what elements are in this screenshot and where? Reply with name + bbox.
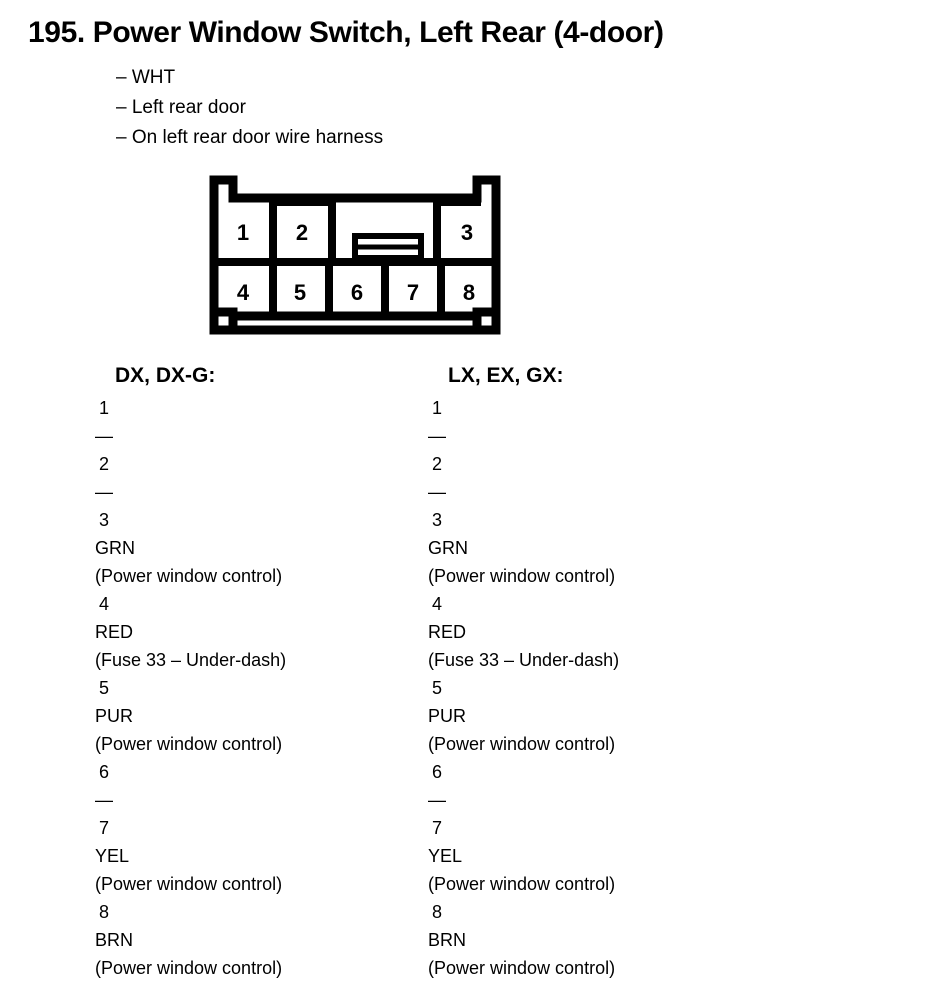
pin-description: (Power window control) [95,734,283,754]
pin-body: — [95,786,425,814]
pin-wire-color: — [428,426,446,446]
pin-body: PUR (Power window control) [95,702,425,758]
pin-number: 1 [431,398,442,418]
connector-notes: – WHT – Left rear door – On left rear do… [116,63,383,153]
pin-list: 1 — 2 — 3 GRN (Power window control) 4 [428,394,758,982]
pin-table-heading: DX, DX-G: [115,364,216,387]
pin-description: (Power window control) [95,874,283,894]
pin-row: 5 PUR (Power window control) [95,674,425,758]
connector-diagram: 1 2 3 4 5 6 7 8 [200,168,530,348]
pin-number: 2 [98,454,109,474]
pin-body: RED (Fuse 33 – Under-dash) [428,618,758,674]
pin-wire-color: — [428,790,446,810]
connector-note: – Left rear door [116,97,246,118]
pin-row: 1 — [428,394,758,450]
pin-row: 3 GRN (Power window control) [428,506,758,590]
pin-row: 8 BRN (Power window control) [95,898,425,982]
connector-pin-label-5: 5 [294,280,306,305]
pin-row: 2 — [95,450,425,506]
connector-pin-label-7: 7 [407,280,419,305]
pin-list: 1 — 2 — 3 GRN (Power window control) 4 [95,394,425,982]
pin-row: 4 RED (Fuse 33 – Under-dash) [95,590,425,674]
pin-table-heading: LX, EX, GX: [448,364,564,387]
pin-description: (Power window control) [428,874,616,894]
pin-body: BRN (Power window control) [95,926,425,982]
pin-description: (Fuse 33 – Under-dash) [428,650,620,670]
connector-pin-label-2: 2 [296,220,308,245]
connector-pin-label-4: 4 [237,280,250,305]
pin-number: 8 [431,902,442,922]
pin-table-lx: LX, EX, GX: 1 — 2 — 3 GRN (Power window … [428,363,758,982]
connector-pin-label-1: 1 [237,220,249,245]
pin-number: 2 [431,454,442,474]
pin-wire-color: — [95,482,113,502]
pin-description: (Power window control) [95,566,283,586]
pin-body: — [428,478,758,506]
pin-body: PUR (Power window control) [428,702,758,758]
connector-pin-label-8: 8 [463,280,475,305]
pin-number: 6 [98,762,109,782]
pin-body: — [428,786,758,814]
pin-row: 1 — [95,394,425,450]
pin-body: GRN (Power window control) [95,534,425,590]
pin-number: 7 [98,818,109,838]
pin-row: 7 YEL (Power window control) [95,814,425,898]
pin-description: (Power window control) [95,958,283,978]
pin-body: — [95,422,425,450]
pin-body: — [428,422,758,450]
pin-wire-color: GRN [95,538,135,558]
connector-shell [209,175,501,335]
pin-table-dx: DX, DX-G: 1 — 2 — 3 GRN (Power window co… [95,363,425,982]
pin-number: 3 [431,510,442,530]
connector-pin-label-6: 6 [351,280,363,305]
pin-row: 8 BRN (Power window control) [428,898,758,982]
pin-body: YEL (Power window control) [428,842,758,898]
pin-body: — [95,478,425,506]
locking-tab-icon [352,233,424,261]
pin-row: 5 PUR (Power window control) [428,674,758,758]
pin-number: 4 [431,594,442,614]
pin-description: (Power window control) [428,958,616,978]
pin-wire-color: — [95,790,113,810]
pin-row: 2 — [428,450,758,506]
pin-description: (Fuse 33 – Under-dash) [95,650,287,670]
pin-wire-color: BRN [428,930,467,950]
pin-wire-color: — [95,426,113,446]
pin-description: (Power window control) [428,566,616,586]
pin-wire-color: YEL [95,846,130,866]
pin-number: 5 [431,678,442,698]
pin-number: 5 [98,678,109,698]
pin-wire-color: RED [95,622,134,642]
pin-body: YEL (Power window control) [95,842,425,898]
pin-row: 3 GRN (Power window control) [95,506,425,590]
page-title: 195. Power Window Switch, Left Rear (4-d… [28,16,664,49]
pin-row: 4 RED (Fuse 33 – Under-dash) [428,590,758,674]
pin-row: 6 — [95,758,425,814]
pin-wire-color: BRN [95,930,134,950]
pin-number: 6 [431,762,442,782]
pin-wire-color: GRN [428,538,468,558]
pin-body: GRN (Power window control) [428,534,758,590]
connector-outline-svg: 1 2 3 4 5 6 7 8 [209,175,501,335]
connector-note: – WHT [116,67,176,88]
pin-body: RED (Fuse 33 – Under-dash) [95,618,425,674]
pin-description: (Power window control) [428,734,616,754]
pin-body: BRN (Power window control) [428,926,758,982]
pin-wire-color: RED [428,622,467,642]
pin-wire-color: PUR [95,706,134,726]
pin-wire-color: — [428,482,446,502]
connector-note: – On left rear door wire harness [116,127,384,148]
pin-wire-color: YEL [428,846,463,866]
pin-number: 3 [98,510,109,530]
pin-number: 1 [98,398,109,418]
pin-number: 7 [431,818,442,838]
pin-number: 8 [98,902,109,922]
pin-row: 7 YEL (Power window control) [428,814,758,898]
pin-wire-color: PUR [428,706,467,726]
connector-pin-label-3: 3 [461,220,473,245]
pin-number: 4 [98,594,109,614]
pin-row: 6 — [428,758,758,814]
